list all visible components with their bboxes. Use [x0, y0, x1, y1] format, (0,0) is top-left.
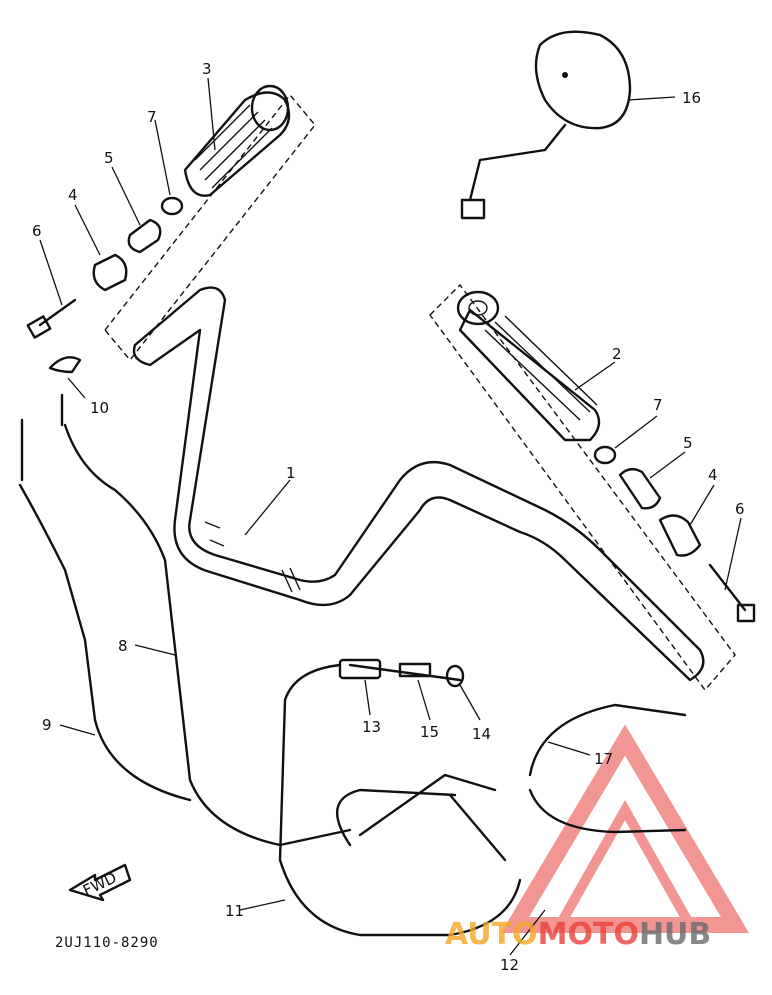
mirror: [460, 30, 632, 220]
callout-1: 1: [286, 464, 296, 482]
cable-11: [278, 663, 522, 937]
grip-end-right: [658, 514, 702, 557]
callout-6-left: 6: [32, 222, 42, 240]
callout-2: 2: [612, 345, 622, 363]
collar-right: [593, 445, 617, 465]
adjuster-parts: [338, 658, 465, 688]
callout-16: 16: [682, 89, 701, 107]
callout-14: 14: [472, 725, 491, 743]
screw-right: [708, 563, 756, 623]
leader-lines: [39, 77, 742, 956]
cable-9: [18, 483, 192, 802]
callout-15: 15: [420, 723, 439, 741]
collar-left: [160, 196, 184, 216]
clamp-part: [48, 356, 82, 374]
callout-6-right: 6: [735, 500, 745, 518]
callout-12: 12: [500, 956, 519, 974]
watermark-moto: MOTO: [538, 917, 639, 952]
callout-4-left: 4: [68, 186, 78, 204]
callout-5-left: 5: [104, 149, 114, 167]
callout-10: 10: [90, 399, 109, 417]
left-grip: [183, 84, 291, 197]
left-grip-dash-box: [104, 93, 316, 362]
callout-8: 8: [118, 637, 128, 655]
weight-inner-left: [127, 218, 162, 254]
diagram-code: 2UJ110-8290: [55, 935, 159, 951]
callout-3: 3: [202, 60, 212, 78]
callout-9: 9: [42, 716, 52, 734]
callouts: 1 2 3 4 4 5 5 6 6 7 7 8 9 10 11 12 13 14…: [32, 60, 745, 974]
cable-17: [528, 703, 687, 777]
right-grip: [456, 290, 601, 442]
callout-7-right: 7: [653, 396, 663, 414]
callout-17: 17: [594, 750, 613, 768]
grip-end-left: [92, 253, 128, 292]
watermark-text: AUTOMOTOHUB: [445, 917, 711, 952]
callout-5-right: 5: [683, 434, 693, 452]
weight-inner-right: [618, 467, 662, 510]
watermark-hub: HUB: [639, 917, 711, 952]
right-grip-dash-box: [429, 283, 736, 692]
throttle-cable: [336, 663, 497, 847]
handlebar: [132, 286, 705, 682]
watermark-logo: [500, 724, 750, 933]
fwd-arrow-icon: FWD: [68, 863, 132, 902]
callout-13: 13: [362, 718, 381, 736]
watermark-auto: AUTO: [445, 917, 538, 952]
screw-left: [26, 298, 77, 339]
callout-4-right: 4: [708, 466, 718, 484]
cable-8: [63, 423, 352, 847]
callout-11: 11: [225, 902, 244, 920]
callout-7-left: 7: [147, 108, 157, 126]
